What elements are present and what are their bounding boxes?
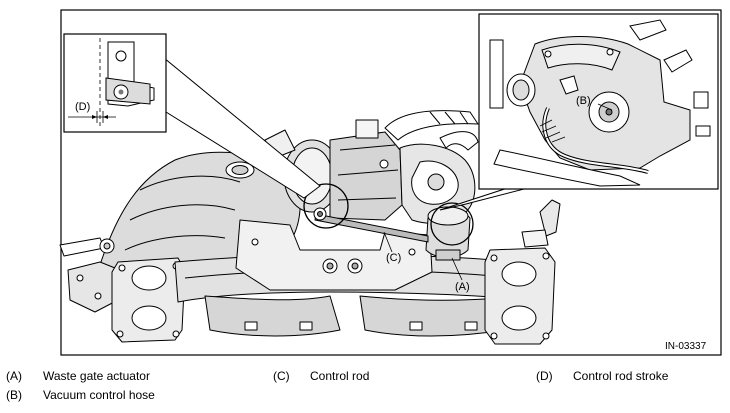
callout-leaders [383,103,613,281]
legend-key: (C) [273,369,290,383]
legend-text: Vacuum control hose [43,388,155,402]
callout-d: (D) [75,101,90,113]
legend-key: (D) [536,369,553,383]
legend-key: (B) [6,388,22,402]
callout-b: (B) [576,95,591,107]
legend-text: Control rod [310,369,370,383]
figure-id: IN-03337 [665,341,707,352]
callout-c: (C) [386,252,401,264]
callout-a: (A) [455,281,470,293]
inset-vacuum-control-hose [478,13,719,190]
inset-control-rod-stroke [63,33,167,133]
legend-text: Control rod stroke [573,369,669,383]
legend-text: Waste gate actuator [43,369,150,383]
legend-key: (A) [6,369,22,383]
detail-connectors [163,56,530,246]
